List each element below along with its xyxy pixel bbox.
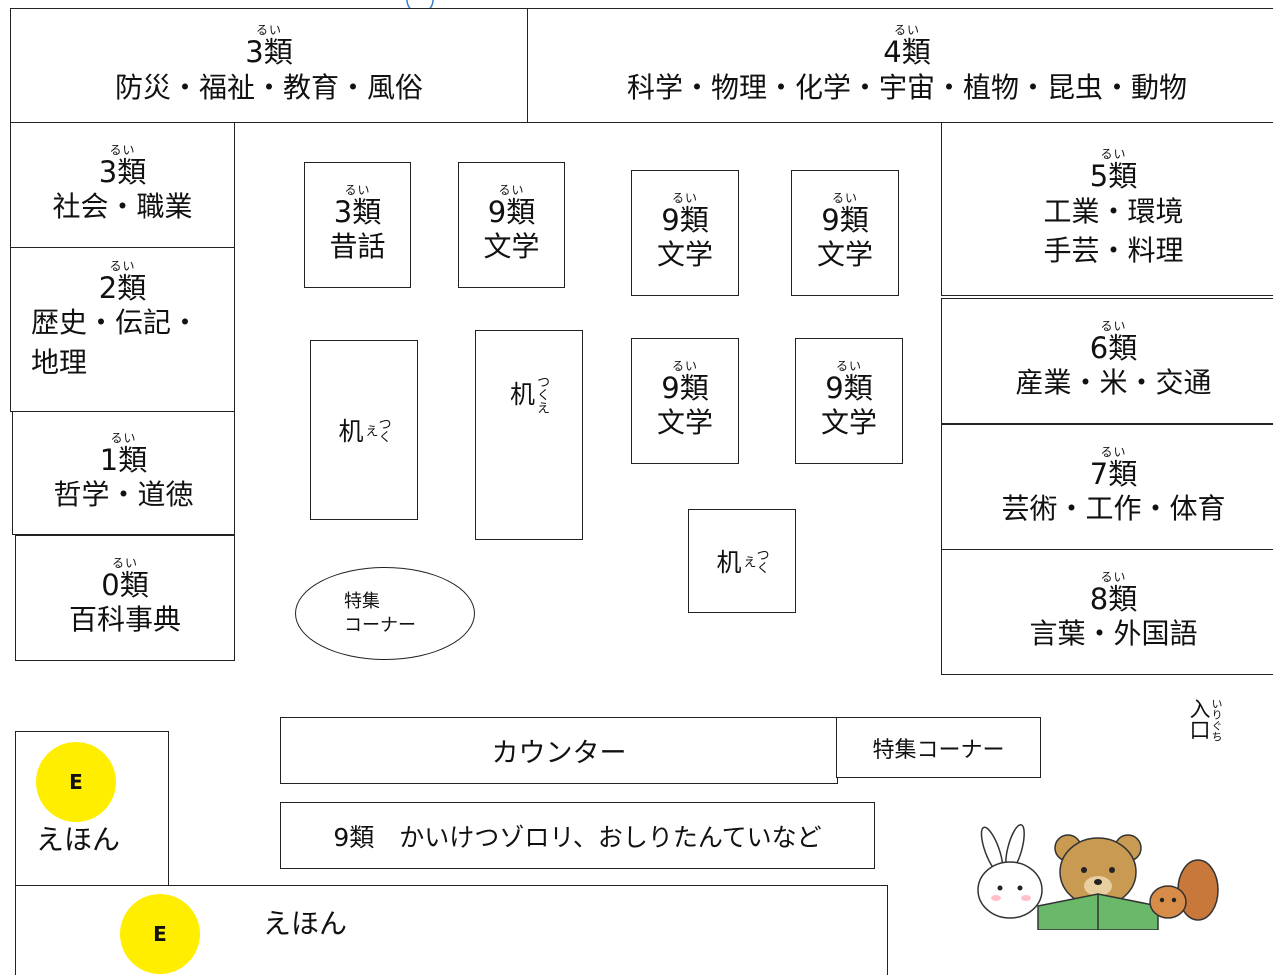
ehon-badge: E (120, 894, 200, 974)
desk-3: 机つくえ (688, 509, 796, 613)
feature-corner-box: 特集コーナー (836, 717, 1041, 778)
shelf-desc: 防災・福祉・教育・風俗 (114, 70, 423, 104)
shelf-9rui-zorori: 9類 かいけつゾロリ、おしりたんていなど (280, 802, 875, 869)
top-arc-decoration (406, 0, 434, 12)
bear-icon (1054, 834, 1142, 907)
class-label: 4類 (883, 35, 931, 70)
entrance-label: 入口 いりぐち (1187, 698, 1223, 742)
ehon-badge: E (36, 742, 116, 822)
feature-corner-oval: 特集 コーナー (295, 567, 475, 660)
book-icon (1037, 893, 1159, 930)
class-label: 3類 (245, 35, 293, 70)
counter: カウンター (280, 717, 838, 784)
squirrel-icon (1149, 859, 1219, 921)
ehon-shelf-1: E えほん (15, 731, 169, 891)
desk-2: 机つくえ (475, 330, 583, 540)
animals-reading-illustration (977, 823, 1219, 930)
rabbit-icon (977, 823, 1043, 919)
shelf-desc: 科学・物理・化学・宇宙・植物・昆虫・動物 (626, 70, 1187, 104)
desk-1: 机つくえ (310, 340, 418, 520)
ehon-shelf-2: E えほん (15, 885, 888, 975)
